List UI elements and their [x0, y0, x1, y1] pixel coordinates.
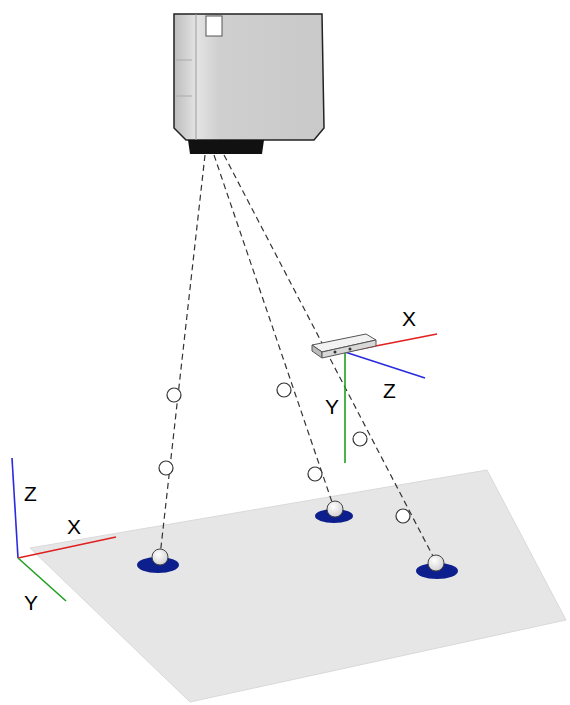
axis-label: Z [24, 483, 37, 504]
ground-plane [30, 470, 566, 702]
axis-label: X [402, 308, 416, 329]
projection-rays [160, 155, 436, 562]
sensor-axes [345, 334, 437, 463]
axis-label: Y [325, 396, 339, 417]
ray-points [159, 383, 410, 523]
axis-label: Z [383, 380, 396, 401]
sensor-device [312, 334, 376, 358]
axis-label: X [67, 516, 81, 537]
axis-label: Y [24, 592, 38, 613]
markers [137, 501, 458, 579]
projector [174, 14, 324, 154]
world-axes [12, 458, 116, 601]
